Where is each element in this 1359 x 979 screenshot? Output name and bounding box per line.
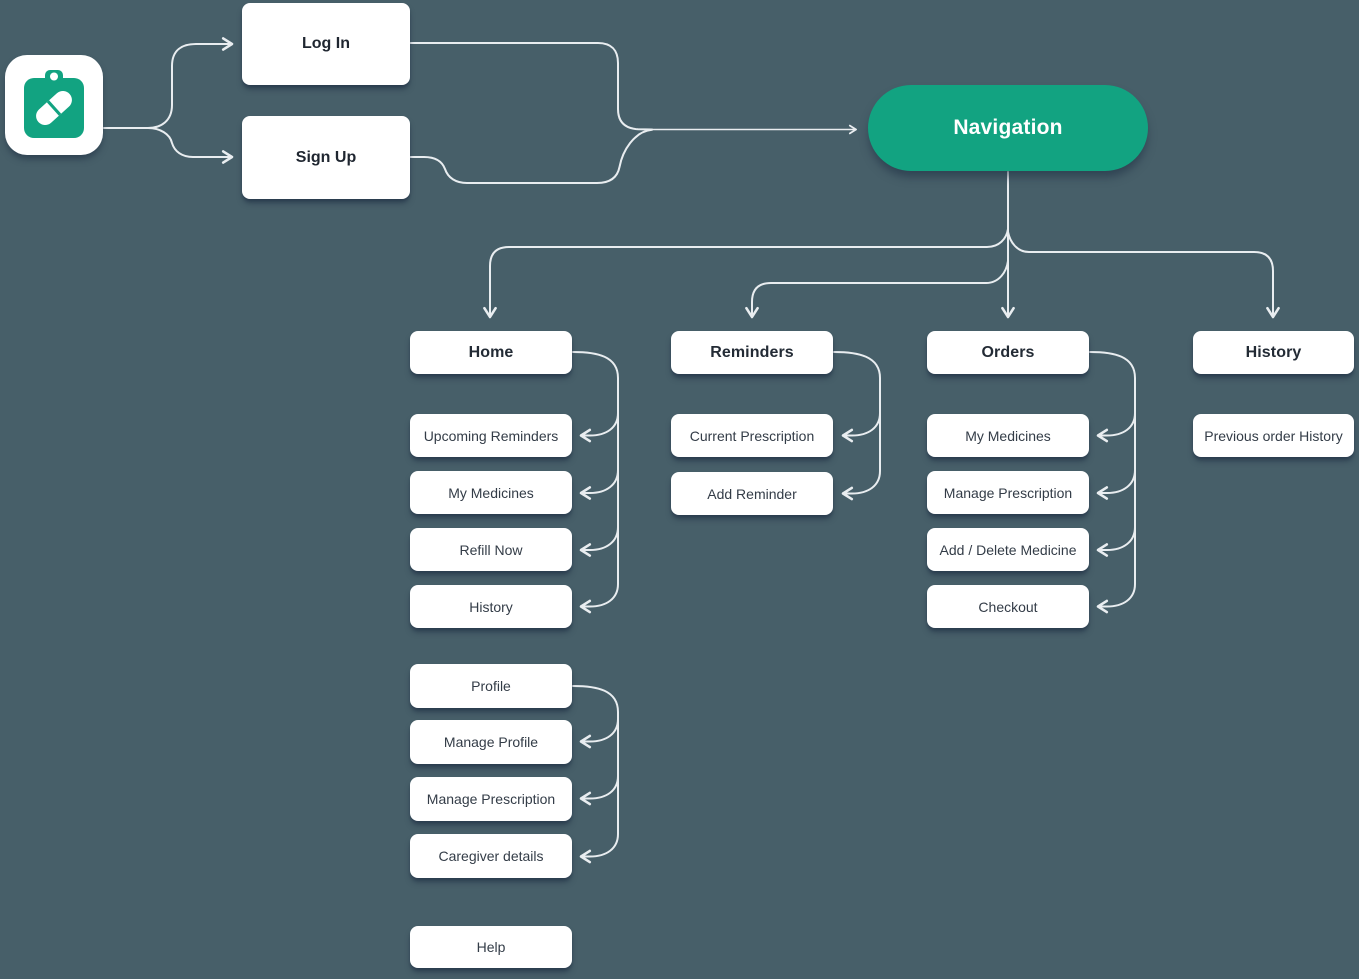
- item-label: Add / Delete Medicine: [939, 541, 1077, 558]
- item-label: Upcoming Reminders: [423, 427, 559, 444]
- home-title: Home: [468, 343, 514, 361]
- item-label: Add Reminder: [707, 485, 797, 502]
- item-label: Current Prescription: [689, 427, 815, 444]
- profile-item-manage-profile[interactable]: Manage Profile: [410, 720, 572, 764]
- login-label: Log In: [302, 35, 350, 52]
- orders-item-add-delete-medicine[interactable]: Add / Delete Medicine: [927, 528, 1089, 571]
- wire-logo-to-login: [147, 37, 234, 129]
- login-node[interactable]: Log In: [242, 3, 410, 85]
- wire-home-branch-2: [579, 469, 619, 500]
- profile-item-caregiver-details[interactable]: Caregiver details: [410, 834, 572, 878]
- item-label: Previous order History: [1204, 427, 1343, 444]
- history-item-previous-order-history[interactable]: Previous order History: [1193, 414, 1354, 457]
- home-item-history[interactable]: History: [410, 585, 572, 628]
- wire-profile-branch-2: [579, 775, 619, 806]
- profile-item-manage-prescription[interactable]: Manage Prescription: [410, 777, 572, 821]
- wire-reminders-branch-1: [841, 412, 881, 443]
- navigation-label: Navigation: [953, 116, 1063, 139]
- item-label: Manage Profile: [443, 734, 539, 750]
- profile-title: Profile: [471, 678, 511, 694]
- signup-node[interactable]: Sign Up: [242, 116, 410, 199]
- history-title: History: [1245, 343, 1302, 361]
- help-node[interactable]: Help: [410, 926, 572, 968]
- orders-node[interactable]: Orders: [927, 331, 1089, 374]
- wire-profile-bracket: [572, 685, 619, 864]
- wire-navigation-to-home: [483, 228, 1009, 319]
- wire-orders-branch-1: [1096, 412, 1136, 443]
- history-node[interactable]: History: [1193, 331, 1354, 374]
- home-item-my-medicines[interactable]: My Medicines: [410, 471, 572, 514]
- wire-navigation-to-history: [1007, 231, 1280, 319]
- wire-orders-branch-3: [1096, 526, 1136, 557]
- wire-logo-to-signup: [147, 127, 234, 164]
- reminders-node[interactable]: Reminders: [671, 331, 833, 374]
- item-label: Caregiver details: [438, 848, 544, 864]
- wire-home-bracket: [572, 351, 619, 614]
- wire-login-to-merge: [409, 42, 653, 131]
- orders-item-checkout[interactable]: Checkout: [927, 585, 1089, 628]
- orders-title: Orders: [981, 343, 1035, 361]
- item-label: Manage Prescription: [943, 484, 1073, 501]
- home-item-upcoming-reminders[interactable]: Upcoming Reminders: [410, 414, 572, 457]
- reminders-item-current-prescription[interactable]: Current Prescription: [671, 414, 833, 457]
- wire-navigation-to-reminders: [745, 260, 1009, 319]
- orders-item-manage-prescription[interactable]: Manage Prescription: [927, 471, 1089, 514]
- reminders-title: Reminders: [710, 343, 794, 361]
- wire-orders-bracket: [1089, 351, 1136, 614]
- help-title: Help: [476, 939, 506, 955]
- wire-reminders-bracket: [833, 351, 881, 501]
- home-item-refill-now[interactable]: Refill Now: [410, 528, 572, 571]
- item-label: History: [469, 598, 513, 615]
- navigation-node[interactable]: Navigation: [868, 85, 1148, 171]
- wire-profile-branch-1: [579, 718, 619, 749]
- orders-item-my-medicines[interactable]: My Medicines: [927, 414, 1089, 457]
- item-label: Checkout: [978, 598, 1038, 615]
- wire-orders-branch-2: [1096, 469, 1136, 500]
- item-label: My Medicines: [448, 484, 534, 501]
- home-node[interactable]: Home: [410, 331, 572, 374]
- clipboard-pill-icon: [24, 70, 84, 138]
- reminders-item-add-reminder[interactable]: Add Reminder: [671, 472, 833, 515]
- item-label: Refill Now: [459, 541, 523, 558]
- wire-home-branch-3: [579, 526, 619, 557]
- wire-home-branch-1: [579, 412, 619, 443]
- item-label: Manage Prescription: [426, 791, 556, 807]
- signup-label: Sign Up: [295, 148, 357, 166]
- app-logo-node[interactable]: [5, 55, 103, 155]
- profile-node[interactable]: Profile: [410, 664, 572, 708]
- item-label: My Medicines: [965, 427, 1051, 444]
- wire-signup-to-merge: [409, 128, 653, 184]
